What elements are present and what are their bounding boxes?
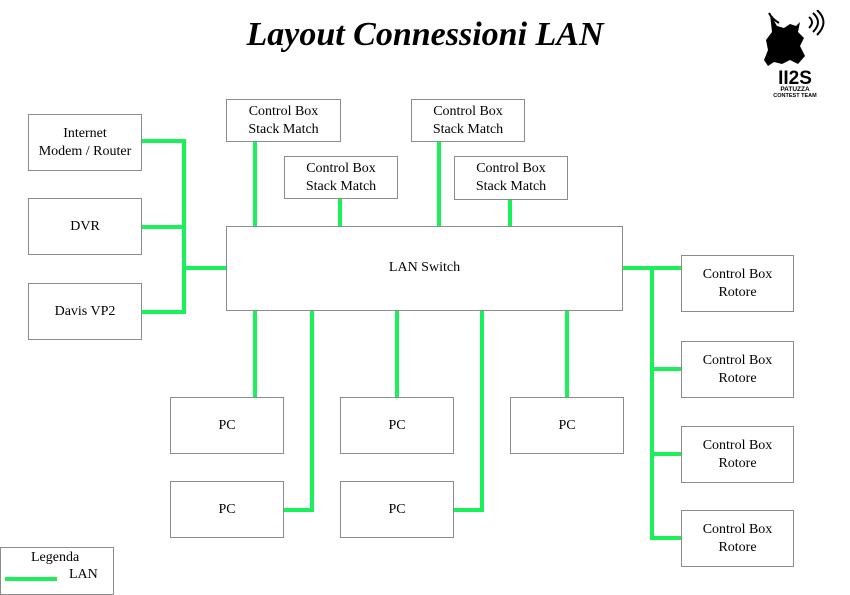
pc-box-5: PC <box>340 481 454 538</box>
lan-switch-box: LAN Switch <box>226 226 623 311</box>
box-line: DVR <box>70 218 100 234</box>
pc-box-2: PC <box>340 397 454 454</box>
wire-pc-5 <box>452 309 484 512</box>
pc-label: PC <box>218 501 236 517</box>
stack-match-box-2: Control Box Stack Match <box>284 156 398 199</box>
box-line: Stack Match <box>475 179 547 194</box>
contest-team-logo: II2S PATUZZA CONTEST TEAM <box>764 10 825 98</box>
rotore-box-2: Control Box Rotore <box>681 341 794 398</box>
dvr-box: DVR <box>28 198 142 255</box>
modem-router-box: Internet Modem / Router <box>28 114 142 171</box>
wire-pc-4 <box>282 309 314 512</box>
stack-match-box-1: Control Box Stack Match <box>226 99 341 142</box>
box-line: Control Box <box>702 266 773 282</box>
svg-text:CONTEST TEAM: CONTEST TEAM <box>773 93 817 98</box>
legend-title: Legenda <box>31 550 80 565</box>
box-line: Modem / Router <box>38 143 132 159</box>
pc-label: PC <box>218 417 236 433</box>
legend-lan-label: LAN <box>69 567 98 582</box>
stack-match-box-3: Control Box Stack Match <box>411 99 525 142</box>
legend-box: Legenda LAN <box>0 547 114 595</box>
box-line: Internet <box>63 125 107 141</box>
pc-label: PC <box>388 417 406 433</box>
bull-with-radio-waves-icon <box>764 10 825 66</box>
box-line: Davis VP2 <box>54 303 116 319</box>
lan-switch-label: LAN Switch <box>388 260 461 275</box>
box-line: Stack Match <box>432 121 504 137</box>
rotore-box-1: Control Box Rotore <box>681 255 794 312</box>
box-line: Control Box <box>702 521 773 537</box>
pc-box-3: PC <box>510 397 624 454</box>
legend-lan-swatch <box>5 577 57 581</box>
svg-text:II2S: II2S <box>778 68 812 89</box>
box-line: Control Box <box>702 352 773 368</box>
box-line: Control Box <box>306 160 376 176</box>
box-line: Control Box <box>248 103 319 119</box>
rotore-box-3: Control Box Rotore <box>681 426 794 483</box>
rotore-box-4: Control Box Rotore <box>681 510 794 567</box>
box-line: Rotore <box>718 539 757 555</box>
box-line: Stack Match <box>248 121 319 137</box>
pc-label: PC <box>388 501 406 517</box>
stack-match-box-4: Control Box Stack Match <box>454 156 568 200</box>
pc-box-4: PC <box>170 481 284 538</box>
box-line: Control Box <box>476 161 546 176</box>
davis-vp2-box: Davis VP2 <box>28 283 142 340</box>
pc-label: PC <box>558 417 576 433</box>
svg-text:PATUZZA: PATUZZA <box>780 86 810 93</box>
box-line: Rotore <box>718 370 757 386</box>
pc-box-1: PC <box>170 397 284 454</box>
box-line: Stack Match <box>305 178 377 194</box>
diagram-title: Layout Connessioni LAN <box>246 16 604 53</box>
box-line: Control Box <box>702 437 773 453</box>
box-line: Control Box <box>433 103 503 119</box>
box-line: Rotore <box>718 455 757 471</box>
box-line: Rotore <box>718 284 757 300</box>
